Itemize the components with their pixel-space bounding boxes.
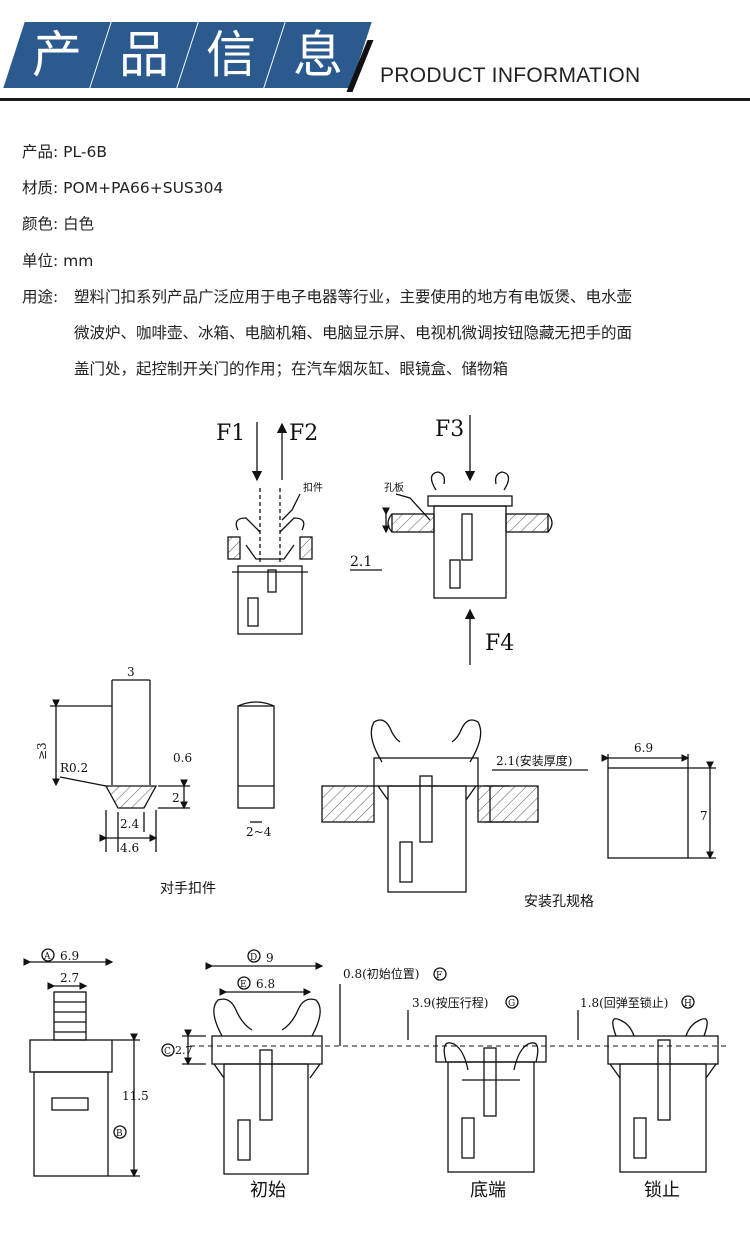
dimension-drawing: A 6.9 2.7 11.5 B: [23, 948, 149, 1178]
svg-text:D: D: [250, 953, 257, 963]
label-plate: 孔板: [384, 481, 404, 494]
svg-text:7: 7: [700, 809, 708, 823]
svg-text:C: C: [164, 1047, 171, 1057]
usage-line-2: 微波炉、咖啡壶、冰箱、电脑机箱、电脑显示屏、电视机微调按钮隐藏无把手的面: [74, 324, 633, 342]
label-f4: F4: [485, 631, 514, 656]
svg-text:2.7: 2.7: [175, 1044, 193, 1057]
force-diagram-1: F1 F2 扣件: [216, 421, 323, 635]
spec-product: 产品: PL-6B: [22, 143, 107, 161]
svg-text:G: G: [508, 999, 515, 1009]
svg-text:≥3: ≥3: [35, 742, 49, 760]
svg-text:2.1(安装厚度): 2.1(安装厚度): [496, 753, 572, 768]
svg-text:0.8(初始位置): 0.8(初始位置): [343, 966, 419, 981]
svg-text:1.8(回弹至锁止): 1.8(回弹至锁止): [580, 995, 668, 1010]
usage-line-1: 塑料门扣系列产品广泛应用于电子电器等行业，主要使用的地方有电饭煲、电水壶: [74, 288, 633, 306]
label-f1: F1: [216, 421, 245, 446]
usage-line-3: 盖门处，起控制开关门的作用；在汽车烟灰缸、眼镜盒、储物箱: [74, 360, 509, 378]
state-locked-drawing: 1.8(回弹至锁止) H: [577, 995, 719, 1173]
spec-usage-label: 用途:: [22, 288, 59, 306]
svg-text:9: 9: [266, 951, 274, 965]
spec-unit: 单位: mm: [22, 252, 94, 270]
svg-text:A: A: [43, 952, 51, 962]
state-initial-drawing: D 9 E 6.8 2.7 C 0.8(初始位置) F: [161, 949, 447, 1175]
caption-mounting: 安装孔规格: [524, 894, 594, 910]
caption-counterpart: 对手扣件: [160, 881, 216, 897]
counterpart-drawing: 3 ≥3 R0.2 0.6 2 2.4 4.6 2~4: [35, 665, 275, 855]
caption-bottom: 底端: [470, 1180, 506, 1201]
svg-text:4.6: 4.6: [120, 841, 139, 855]
spec-material: 材质: POM+PA66+SUS304: [22, 179, 224, 197]
svg-text:E: E: [240, 980, 247, 990]
label-thickness: 2.1: [350, 554, 372, 570]
svg-text:2.7: 2.7: [60, 971, 79, 985]
svg-text:2.4: 2.4: [120, 817, 139, 831]
label-f2: F2: [289, 421, 318, 446]
svg-text:0.6: 0.6: [173, 751, 192, 765]
mounting-diagram: 2.1(安装厚度) 6.9 7: [321, 719, 716, 893]
svg-text:R0.2: R0.2: [60, 761, 88, 775]
label-f3: F3: [435, 417, 464, 442]
section-header: 产 品 信 息 PRODUCT INFORMATION: [0, 0, 750, 105]
svg-text:F: F: [436, 971, 442, 981]
svg-text:6.8: 6.8: [256, 977, 275, 991]
svg-text:6.9: 6.9: [634, 741, 653, 755]
label-part: 扣件: [303, 481, 323, 494]
state-bottom-drawing: 3.9(按压行程) G: [407, 995, 547, 1173]
svg-text:2~4: 2~4: [246, 825, 272, 839]
header-divider: [0, 98, 750, 101]
force-diagram-2: F3 F4 孔板 2.1: [350, 415, 553, 665]
svg-text:3.9(按压行程): 3.9(按压行程): [412, 995, 488, 1010]
svg-text:B: B: [116, 1129, 123, 1139]
spec-color: 颜色: 白色: [22, 215, 95, 233]
svg-text:2: 2: [172, 791, 180, 805]
svg-text:H: H: [684, 999, 692, 1009]
caption-initial: 初始: [250, 1180, 286, 1201]
svg-text:3: 3: [127, 665, 135, 679]
svg-text:11.5: 11.5: [122, 1089, 149, 1103]
svg-text:6.9: 6.9: [60, 949, 79, 963]
caption-locked: 锁止: [644, 1180, 680, 1201]
header-subtitle: PRODUCT INFORMATION: [380, 64, 641, 87]
